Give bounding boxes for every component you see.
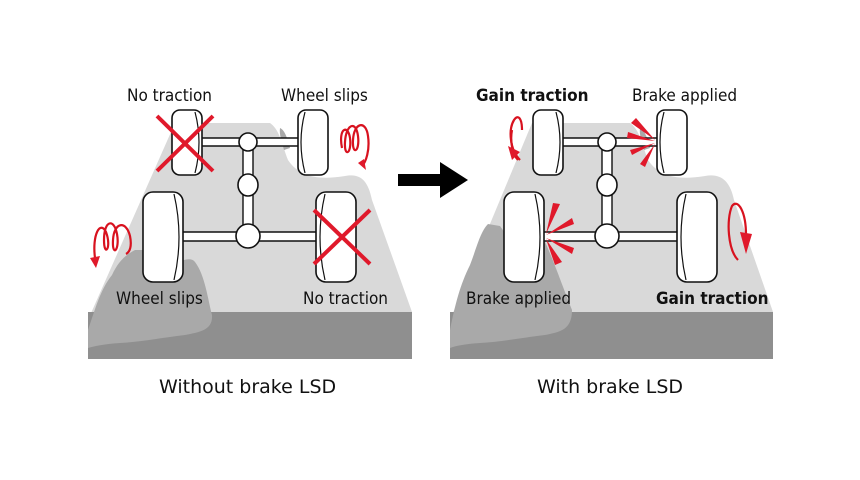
rotation-arrow-icon	[508, 116, 524, 161]
no-traction-x-icon	[155, 114, 215, 173]
wheel-spin-icon	[340, 124, 370, 170]
wheel-front-right	[297, 109, 329, 176]
wheel-spin-icon	[90, 222, 132, 268]
label-gain-traction-rear: Gain traction	[656, 289, 769, 309]
label-wheel-slips-rear: Wheel slips	[116, 289, 203, 309]
rotation-arrow-icon	[727, 202, 752, 261]
caption-with-lsd: With brake LSD	[537, 376, 683, 398]
caption-without-lsd: Without brake LSD	[159, 376, 336, 398]
label-no-traction-rear: No traction	[303, 289, 388, 309]
right-arrow-icon	[398, 162, 468, 198]
no-traction-x-icon	[312, 208, 372, 266]
brake-applied-icon	[627, 118, 655, 167]
label-brake-applied-front: Brake applied	[632, 86, 737, 106]
wheel-front-left	[532, 109, 564, 176]
brake-applied-icon	[546, 203, 574, 265]
label-wheel-slips-front: Wheel slips	[281, 86, 368, 106]
label-gain-traction-front: Gain traction	[476, 86, 589, 106]
right-panel: Gain traction Brake applied Brake applie…	[450, 86, 773, 398]
wheel-rear-left	[142, 191, 184, 283]
label-brake-applied-rear: Brake applied	[466, 289, 571, 309]
wheel-rear-right	[315, 191, 357, 283]
wheel-rear-right	[676, 191, 718, 283]
wheel-rear-left	[503, 191, 545, 283]
wheel-front-right	[656, 109, 688, 176]
label-no-traction-front: No traction	[127, 86, 212, 106]
left-panel: No traction Wheel slips Wheel slips No t…	[88, 86, 412, 398]
